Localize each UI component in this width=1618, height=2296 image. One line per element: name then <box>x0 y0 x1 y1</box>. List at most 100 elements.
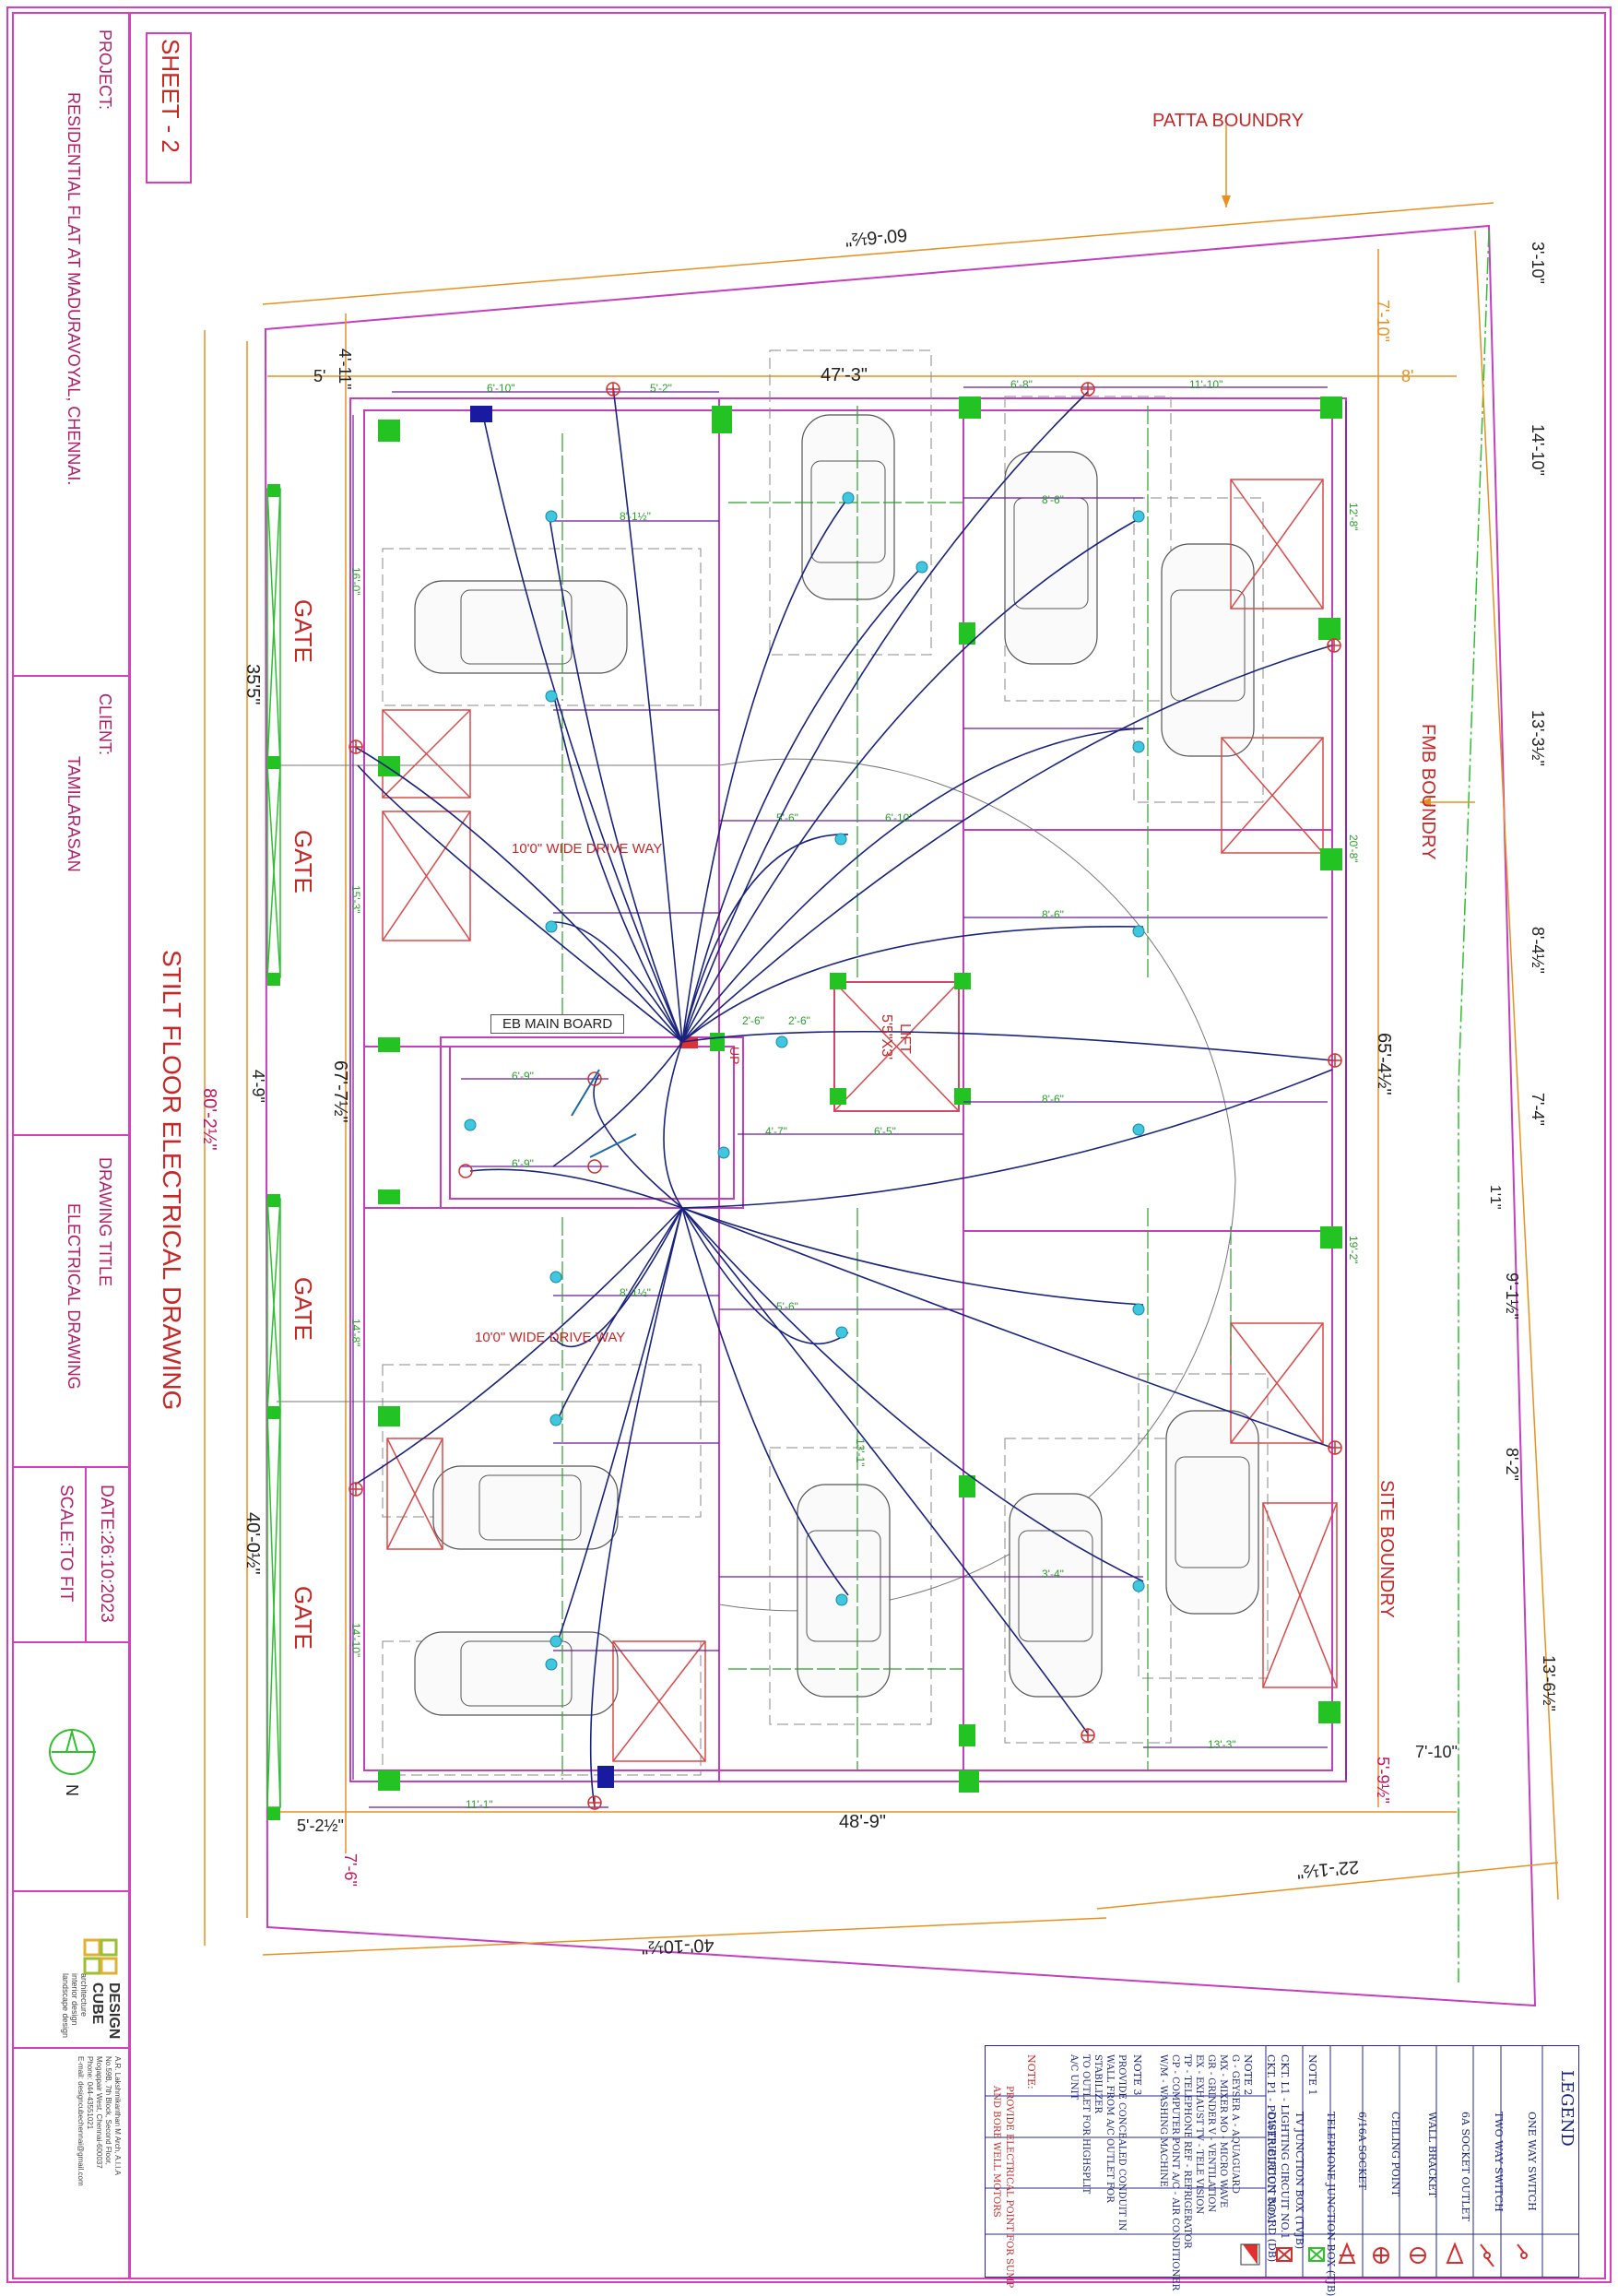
legend-note2-line4: EX - EXHAUST TV - TELE VISION <box>1194 2054 1204 2215</box>
room-dim-9: 8'-6" <box>1042 908 1064 921</box>
room-dim-13: 6'-5" <box>874 1125 896 1138</box>
room-dim-19: 13'-3" <box>1208 1738 1236 1751</box>
legend-note3-line5: A/C UNIT <box>1069 2054 1079 2101</box>
legend-note4-title: NOTE: <box>1025 2054 1037 2089</box>
legend-note3-line4: TO OUTLET FOR HIGHSPLIT <box>1081 2054 1091 2195</box>
car-3 <box>1004 451 1098 665</box>
gate-label-3: GATE <box>289 1277 317 1341</box>
legend-item-two-way: TWO WAY SWITCH <box>1493 2112 1505 2212</box>
dim-left-total: 80'-2½" <box>199 1088 219 1151</box>
dim-bottom-inner: 48'-9" <box>839 1812 886 1832</box>
tb-divider-vert <box>85 1466 87 1641</box>
dim-bottom-boundary: 40'-10½" <box>641 1935 715 1958</box>
room-dim-5: 8'-1½" <box>620 510 651 523</box>
tb-divider-4 <box>12 1641 128 1643</box>
room-dim-26: 16'-0" <box>349 567 362 596</box>
legend-note3-line1: PROVIDE CONCEALED CONDUIT IN <box>1116 2054 1127 2231</box>
car-1 <box>414 580 628 674</box>
dim-right-seg-7: 9'-1½" <box>1503 1272 1521 1320</box>
legend-note2-line6: CP - COMPUTER POINT A/C - AIR CONDITIONE… <box>1170 2054 1180 2291</box>
room-dim-6: 8'-6" <box>1042 493 1064 506</box>
car-5 <box>432 1465 619 1550</box>
legend-note2-title: NOTE 2 <box>1242 2054 1254 2096</box>
dim-bottom-right-vert: 5'-9½" <box>1374 1757 1392 1804</box>
site-boundary <box>264 224 1537 2007</box>
dim-right-seg-4: 8'-4½" <box>1529 927 1547 974</box>
legend-16a-socket-icon <box>1338 2242 1356 2264</box>
dim-left-upper: 35'5" <box>242 664 263 705</box>
legend-item-16a-socket: 6/16A SOCKET <box>1356 2112 1368 2190</box>
legend-tv-box-icon <box>1276 2247 1293 2262</box>
car-6 <box>414 1631 619 1716</box>
dim-bottom-left-offset: 5'-2½" <box>297 1817 344 1835</box>
dim-top-left-offset: 5' <box>313 367 326 385</box>
tb-divider-2 <box>12 1134 128 1136</box>
up-label: UP <box>727 1047 742 1065</box>
room-dim-17: 5'-6" <box>776 1300 798 1313</box>
legend-item-ceiling-point: CEILING POINT <box>1389 2112 1401 2197</box>
dim-right-total: 65'-4½" <box>1374 1033 1394 1095</box>
legend-note1-line2: CKT. P1 - POWER CIRCUIT NO.1 <box>1265 2054 1277 2225</box>
eb-main-board-label: EB MAIN BOARD <box>490 1014 625 1034</box>
car-7 <box>797 1484 891 1698</box>
legend-note3-title: NOTE 3 <box>1131 2054 1143 2096</box>
legend-note2-line3: GR - GRINDER V - VENTILATION <box>1206 2054 1216 2213</box>
legend-two-way-switch-icon <box>1480 2243 1494 2267</box>
legend-note2-line2: MX - MIXER MO - MICRO WAVE <box>1218 2054 1228 2208</box>
lift-size-label: 5'5"X3' <box>879 1014 894 1060</box>
site-label: SITE BOUNDRY <box>1376 1480 1397 1618</box>
dim-right-top-offset: 7'-10" <box>1374 300 1392 342</box>
dim-bottom-right-offset: 7'-10" <box>1415 1743 1458 1761</box>
dim-right-seg-2: 14'-10" <box>1529 424 1547 476</box>
room-dim-4: 11'-10" <box>1189 378 1223 391</box>
legend-wall-bracket-icon <box>1410 2247 1426 2264</box>
legend-ceiling-point-icon <box>1373 2247 1389 2264</box>
legend-one-way-switch-icon <box>1517 2243 1528 2259</box>
room-dim-15: 2'-6" <box>788 1014 810 1027</box>
room-dim-2: 5'-2" <box>650 382 672 395</box>
sheet-label-box <box>146 32 192 183</box>
car-4 <box>1161 543 1255 757</box>
fmb-label: FMB BOUNDRY <box>1418 724 1438 860</box>
room-dim-20: 11'-1" <box>466 1798 493 1811</box>
db-bottom-icon <box>597 1766 614 1788</box>
dim-right-seg-3: 13'-3½" <box>1529 710 1547 766</box>
room-dim-25: 19'-2" <box>1347 1236 1360 1264</box>
patta-label: PATTA BOUNDRY <box>1152 111 1305 131</box>
legend-note2-line7: W/M - WASHING MACHINE <box>1158 2054 1168 2187</box>
tb-divider-5 <box>12 1890 128 1892</box>
dim-bottom-left-vert: 7'-6" <box>341 1853 360 1887</box>
tb-divider-3 <box>12 1466 128 1468</box>
dim-top-inner: 47'-3" <box>821 365 868 385</box>
dim-left-lower: 40'-0½" <box>242 1512 263 1575</box>
dim-right-seg-8: 8'-2" <box>1503 1448 1521 1481</box>
dim-left-mid: 4'-9" <box>249 1070 267 1103</box>
room-dim-29: 14'-10" <box>349 1623 362 1658</box>
gate-label-1: GATE <box>289 599 317 663</box>
eb-main-board-text: EB MAIN BOARD <box>502 1016 613 1032</box>
fmb-boundary-line <box>1458 230 1490 1982</box>
car-2 <box>801 414 895 600</box>
legend-svg <box>984 2044 1580 2278</box>
outer-frame <box>6 6 1612 2283</box>
legend-6a-socket-icon <box>1446 2242 1464 2264</box>
legend-note4-line1: PROVIDE ELECTRICAL POINT FOR SUMP <box>1004 2086 1014 2289</box>
legend-title: LEGEND <box>1557 2070 1577 2147</box>
dim-left-top-small: 4'-11" <box>336 349 354 390</box>
legend-note2-line1: G - GEYSER A - AQUAGUARD <box>1230 2054 1240 2195</box>
car-9 <box>1165 1410 1259 1615</box>
legend-note3-line3: STABILIZER <box>1092 2054 1103 2113</box>
room-dim-18: 8'-6" <box>1042 1093 1064 1106</box>
driveway-label-1: 10'0" WIDE DRIVE WAY <box>512 841 663 857</box>
room-dim-11: 6'-9" <box>512 1157 534 1170</box>
firm-logo-icon <box>83 1938 118 1975</box>
room-dim-21: 3'-4" <box>1042 1568 1064 1580</box>
tb-divider-6 <box>12 2047 128 2049</box>
legend-note2-line5: TP - TELEPHONE REF - REFRIGERATOR <box>1182 2054 1192 2249</box>
legend-note3-line2: WALL FROM A/C OUTLET FOR <box>1104 2054 1115 2203</box>
north-arrow-icon <box>49 1728 96 1775</box>
legend-panel <box>984 2044 1580 2278</box>
room-dim-22: 13'-1" <box>854 1438 867 1467</box>
